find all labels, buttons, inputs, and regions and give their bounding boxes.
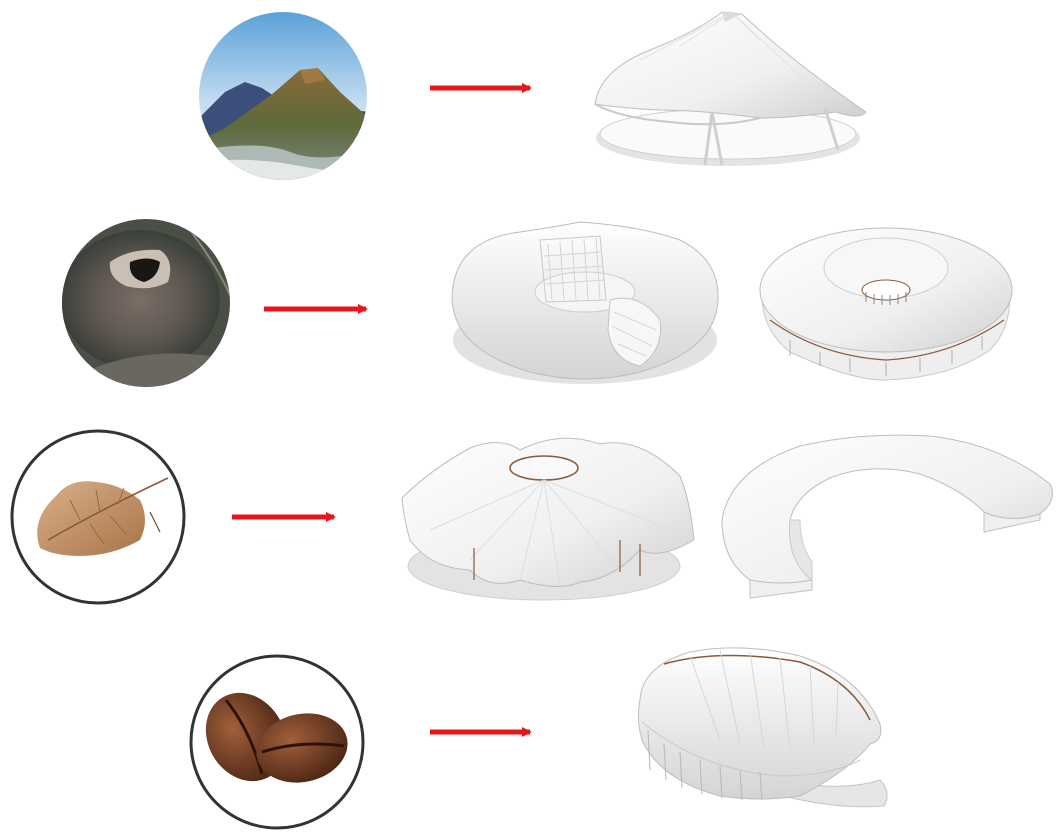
cone-canopy-pavilion-model <box>595 12 866 166</box>
petal-roof-pavilion-model <box>402 438 694 600</box>
bean-shell-pavilion-model <box>638 648 887 807</box>
volcano-crater-aerial-photo <box>60 218 232 392</box>
dried-leaf-photo <box>12 431 184 603</box>
volcano-mountain-photo <box>199 12 369 182</box>
ring-crater-pavilion-model <box>760 228 1012 380</box>
coffee-bean-photo <box>190 656 363 828</box>
crescent-ring-pavilion-model <box>722 435 1052 598</box>
torus-lattice-pavilion-model <box>452 222 718 384</box>
